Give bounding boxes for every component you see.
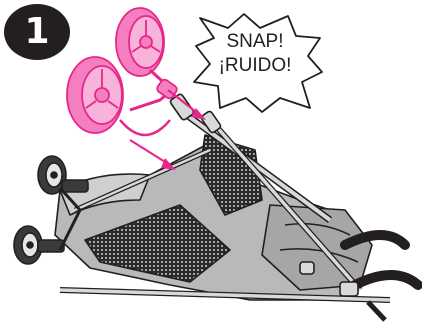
front-wheel-assembly-icon bbox=[66, 7, 178, 137]
step-number-badge: 1 bbox=[4, 4, 70, 60]
insert-arrow-icon bbox=[129, 89, 206, 170]
callout-text: SNAP! ¡RUIDO! bbox=[192, 30, 318, 78]
callout-line-ruido: ¡RUIDO! bbox=[218, 55, 292, 76]
starburst-callout-icon bbox=[193, 13, 323, 113]
stroller-front-wheels bbox=[13, 155, 89, 265]
step-number: 1 bbox=[24, 11, 50, 52]
callout-line-snap: SNAP! bbox=[226, 31, 284, 52]
